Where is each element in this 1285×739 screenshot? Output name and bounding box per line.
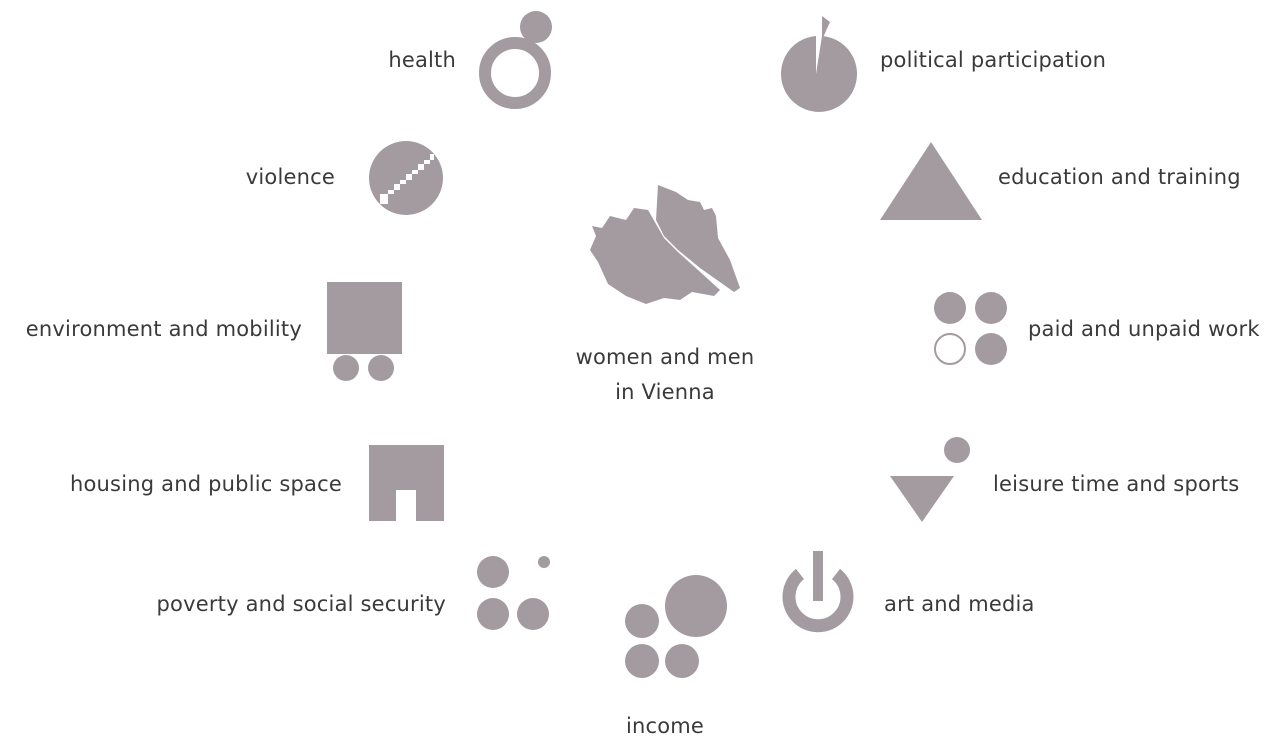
ring-icon	[479, 11, 552, 109]
topic-label-leisure: leisure time and sports	[993, 472, 1240, 496]
vienna-map-icon	[590, 185, 740, 304]
center-title-line1: women and men	[575, 345, 755, 369]
topic-label-political: political participation	[880, 48, 1107, 72]
topic-label-income: income	[625, 714, 705, 738]
ball-triangle-icon	[890, 437, 970, 522]
house-icon	[369, 445, 444, 521]
growing-dots-icon	[625, 575, 727, 678]
stairs-circle-icon	[369, 141, 443, 215]
topic-label-health: health	[388, 48, 456, 72]
topic-label-work: paid and unpaid work	[1028, 317, 1260, 341]
topic-label-poverty: poverty and social security	[156, 592, 446, 616]
power-icon	[782, 551, 854, 633]
four-dots-icon	[934, 292, 1007, 365]
center-title-line2: in Vienna	[615, 380, 715, 404]
scattered-dots-icon	[477, 556, 550, 630]
triangle-icon	[880, 142, 982, 220]
topic-label-education: education and training	[998, 165, 1241, 189]
cart-icon	[327, 282, 402, 381]
topic-label-environment: environment and mobility	[25, 317, 302, 341]
topic-label-violence: violence	[245, 165, 335, 189]
topic-label-housing: housing and public space	[69, 472, 342, 496]
topic-label-art: art and media	[884, 592, 1035, 616]
pie-icon	[781, 16, 857, 112]
